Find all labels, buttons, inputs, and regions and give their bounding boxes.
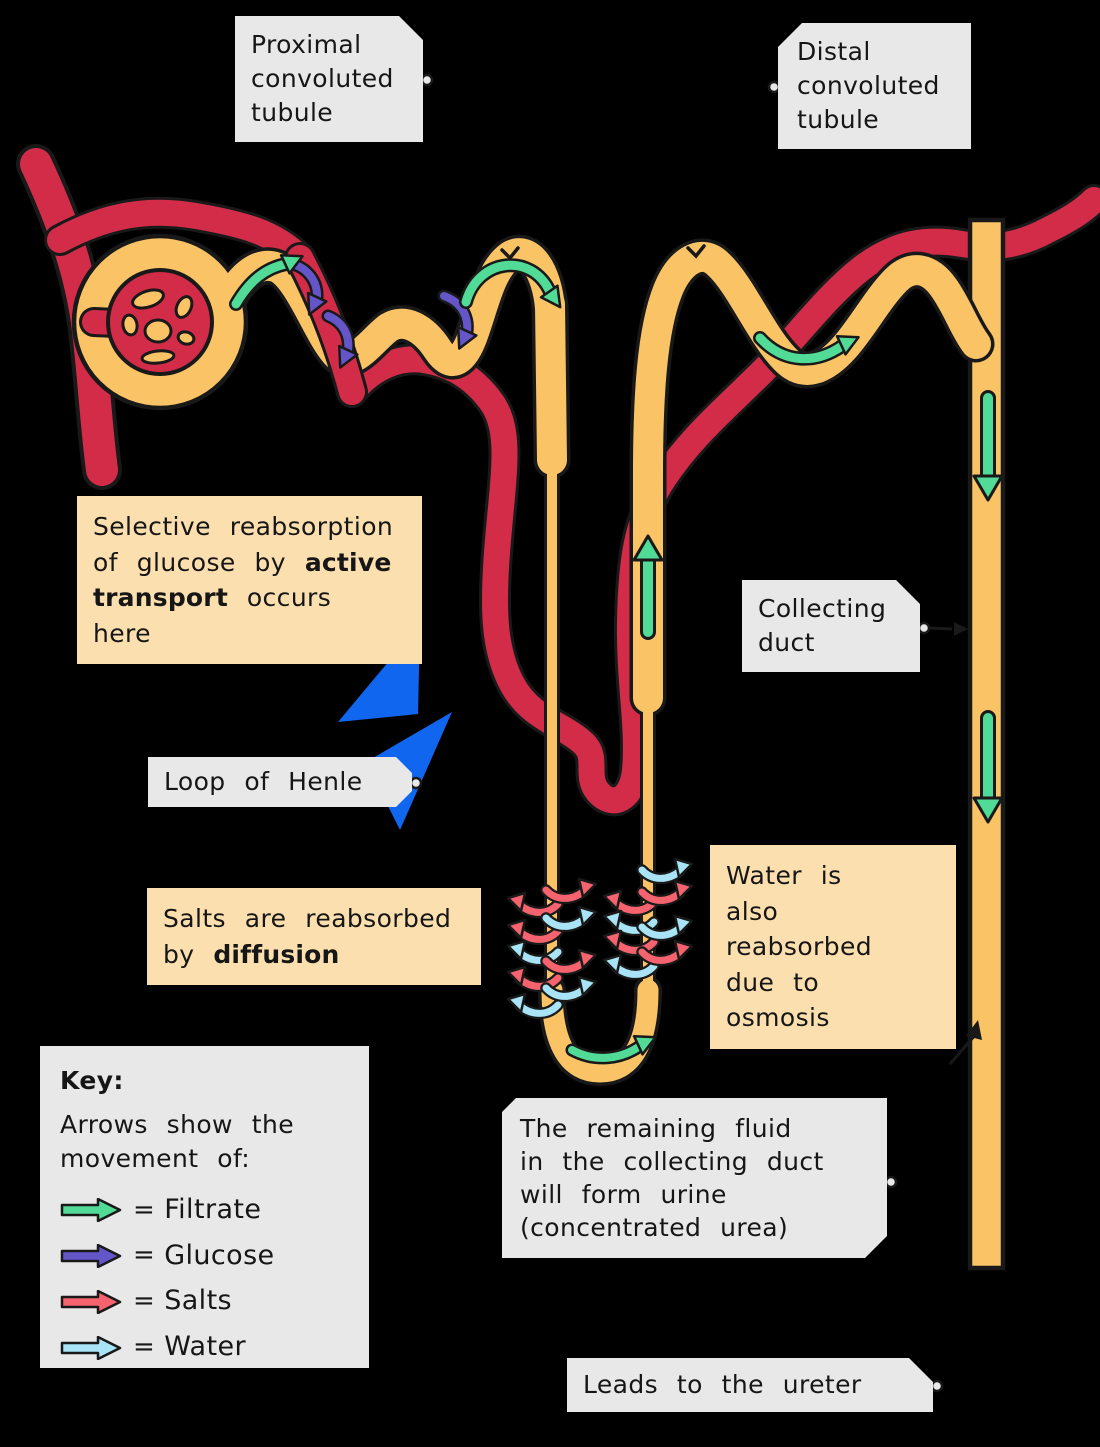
- salt-water-arrows: [508, 859, 692, 1013]
- label-line: will form urine: [520, 1180, 727, 1209]
- label-line: Leads to the ureter: [583, 1370, 862, 1399]
- note-text: Water is: [726, 861, 842, 890]
- equals-sign: =: [133, 1240, 156, 1271]
- note-text: Selective reabsorption of glucose by: [93, 512, 394, 577]
- label-line: (concentrated urea): [520, 1213, 789, 1242]
- label-line: Distal: [797, 37, 871, 66]
- filtrate-arrow: [632, 534, 664, 640]
- note-text: also reabsorbed: [726, 896, 873, 962]
- label-line: The remaining fluid: [520, 1114, 792, 1143]
- nephron-tubule: [213, 238, 991, 1083]
- glucose-arrow: [437, 289, 478, 350]
- connector-dot: [767, 80, 781, 94]
- key-item-label: Glucose: [164, 1239, 275, 1271]
- note-bold-text: active transport: [93, 547, 392, 613]
- equals-sign: =: [133, 1194, 156, 1225]
- label-pointer-arrowhead: [954, 622, 968, 636]
- note-text: due to osmosis: [726, 967, 830, 1033]
- key-box: Key: Arrows show the movement of: = Filt…: [40, 1046, 369, 1368]
- loop-of-henle-bend: [541, 979, 659, 1083]
- key-item-label: Water: [164, 1331, 247, 1363]
- water-arrow-icon: [60, 1335, 122, 1360]
- label-line: convoluted: [797, 71, 940, 100]
- label-remaining-fluid: The remaining fluid in the collecting du…: [502, 1098, 887, 1258]
- label-line: in the collecting duct: [520, 1147, 824, 1176]
- connector-dot: [884, 1175, 898, 1189]
- filtrate-arrow: [459, 258, 562, 309]
- filtrate-arrow: [565, 1034, 657, 1065]
- label-line: Collecting: [758, 594, 887, 623]
- connector-dot: [917, 621, 931, 635]
- filtrate-arrows: [229, 253, 1004, 1065]
- connector-dot: [409, 776, 423, 790]
- note-text: Salts are reabsorbed by: [163, 904, 452, 969]
- note-water-osmosis: Water is also reabsorbed due to osmosis: [710, 845, 956, 1049]
- glucose-arrow: [321, 309, 359, 369]
- key-subtitle: Arrows show the movement of:: [60, 1110, 294, 1173]
- label-line: convoluted: [251, 64, 394, 93]
- note-text: occurs here: [93, 583, 332, 648]
- label-collecting-duct: Collecting duct: [742, 580, 920, 672]
- key-item-salts: = Salts: [60, 1283, 349, 1320]
- note-bold-text: diffusion: [213, 939, 340, 969]
- label-line: Proximal: [251, 30, 362, 59]
- key-item-glucose: = Glucose: [60, 1238, 349, 1275]
- glucose-arrow-icon: [60, 1244, 122, 1269]
- key-title: Key:: [60, 1066, 124, 1095]
- note-selective-reabsorption: Selective reabsorption of glucose by act…: [77, 496, 422, 664]
- label-line: tubule: [251, 98, 334, 127]
- connector-dot: [420, 73, 434, 87]
- equals-sign: =: [133, 1286, 156, 1317]
- filtrate-arrow: [972, 710, 1004, 824]
- flow-ticks: [500, 244, 706, 261]
- label-proximal-convoluted-tubule: Proximal convoluted tubule: [235, 16, 423, 142]
- key-item-water: = Water: [60, 1329, 349, 1366]
- label-pointer-arrowhead: [966, 1020, 982, 1040]
- label-line: duct: [758, 628, 815, 657]
- salts-arrow-icon: [60, 1289, 122, 1314]
- note-salts-diffusion: Salts are reabsorbed by diffusion: [147, 888, 481, 985]
- glomerulus: [79, 268, 214, 376]
- glomerulus-capillary-spaces: [121, 288, 196, 365]
- key-item-filtrate: = Filtrate: [60, 1192, 349, 1229]
- flow-tick: [686, 244, 706, 259]
- label-connector-dots: [409, 73, 944, 1393]
- filtrate-arrow-icon: [60, 1198, 122, 1223]
- key-item-label: Filtrate: [164, 1194, 262, 1225]
- label-pointers: [927, 622, 982, 1065]
- label-line: tubule: [797, 105, 880, 134]
- key-item-label: Salts: [164, 1285, 233, 1317]
- filtrate-arrow: [753, 331, 860, 366]
- filtrate-arrow: [229, 253, 304, 311]
- flow-tick: [500, 246, 520, 261]
- label-loop-of-henle: Loop of Henle: [148, 757, 412, 807]
- equals-sign: =: [133, 1331, 156, 1362]
- descending-limb-upper: [535, 289, 567, 475]
- label-distal-convoluted-tubule: Distal convoluted tubule: [778, 23, 971, 149]
- filtrate-arrow: [972, 390, 1004, 502]
- label-leads-to-ureter: Leads to the ureter: [567, 1358, 933, 1412]
- distal-convoluted-tubule: [633, 241, 991, 489]
- connector-dot: [930, 1379, 944, 1393]
- label-line: Loop of Henle: [164, 767, 363, 796]
